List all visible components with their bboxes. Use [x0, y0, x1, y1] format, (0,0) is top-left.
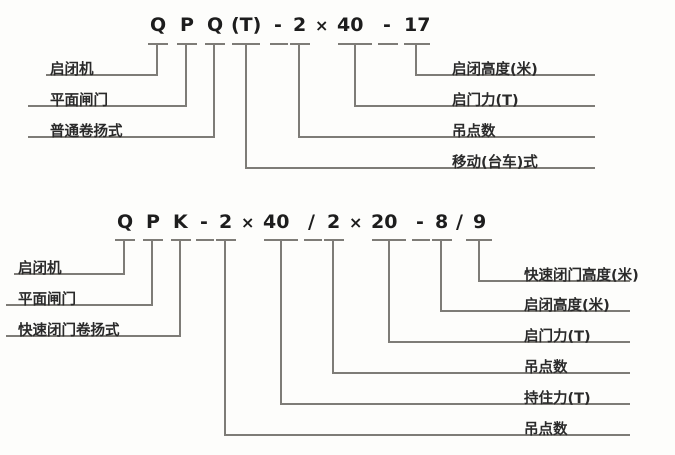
code-token: - — [416, 211, 424, 233]
code-token: 2 — [219, 211, 233, 233]
code-token: - — [200, 211, 208, 233]
code-token: K — [173, 211, 188, 233]
code-token: Q — [207, 14, 224, 36]
code-token: × — [315, 16, 329, 35]
code-token: - — [383, 14, 391, 36]
label-plane-gate: 平面闸门 — [18, 292, 76, 308]
diagram2-leader-lines — [6, 239, 630, 436]
label-mobile-trolley: 移动(台车)式 — [452, 155, 538, 171]
label-opening-force: 启门力(T) — [524, 329, 591, 345]
code-token: 20 — [371, 211, 398, 233]
code-token: - — [274, 14, 282, 36]
code-token: 17 — [404, 14, 431, 36]
diagram1-leader-lines — [28, 43, 595, 169]
code-token: Q — [150, 14, 167, 36]
label-hoist: 启闭机 — [50, 62, 94, 78]
code-token: 8 — [435, 211, 449, 233]
code-token: / — [456, 211, 463, 233]
label-lifting-points-upper: 吊点数 — [524, 360, 568, 376]
code-token: × — [349, 213, 363, 232]
code-token: P — [146, 211, 160, 233]
code-token: (T) — [231, 14, 262, 36]
label-lifting-points-lower: 吊点数 — [524, 422, 568, 438]
label-lift-height: 启闭高度(米) — [524, 298, 610, 314]
label-plane-gate: 平面闸门 — [50, 93, 108, 109]
label-quick-closing-height: 快速闭门高度(米) — [524, 268, 639, 284]
code-token: 9 — [473, 211, 487, 233]
code-token: P — [180, 14, 194, 36]
label-lifting-points: 吊点数 — [452, 124, 496, 140]
label-opening-force: 启门力(T) — [452, 93, 519, 109]
label-quick-closing-winch: 快速闭门卷扬式 — [18, 323, 120, 339]
code-token: 40 — [263, 211, 290, 233]
label-hoist: 启闭机 — [18, 261, 62, 277]
code-token: 2 — [293, 14, 307, 36]
code-token: × — [241, 213, 255, 232]
label-lift-height: 启闭高度(米) — [452, 62, 538, 78]
code-token: Q — [117, 211, 134, 233]
code-token: 40 — [337, 14, 364, 36]
code-token: 2 — [327, 211, 341, 233]
code-token: / — [308, 211, 315, 233]
label-ordinary-winch: 普通卷扬式 — [50, 124, 123, 140]
label-holding-force: 持住力(T) — [524, 391, 591, 407]
